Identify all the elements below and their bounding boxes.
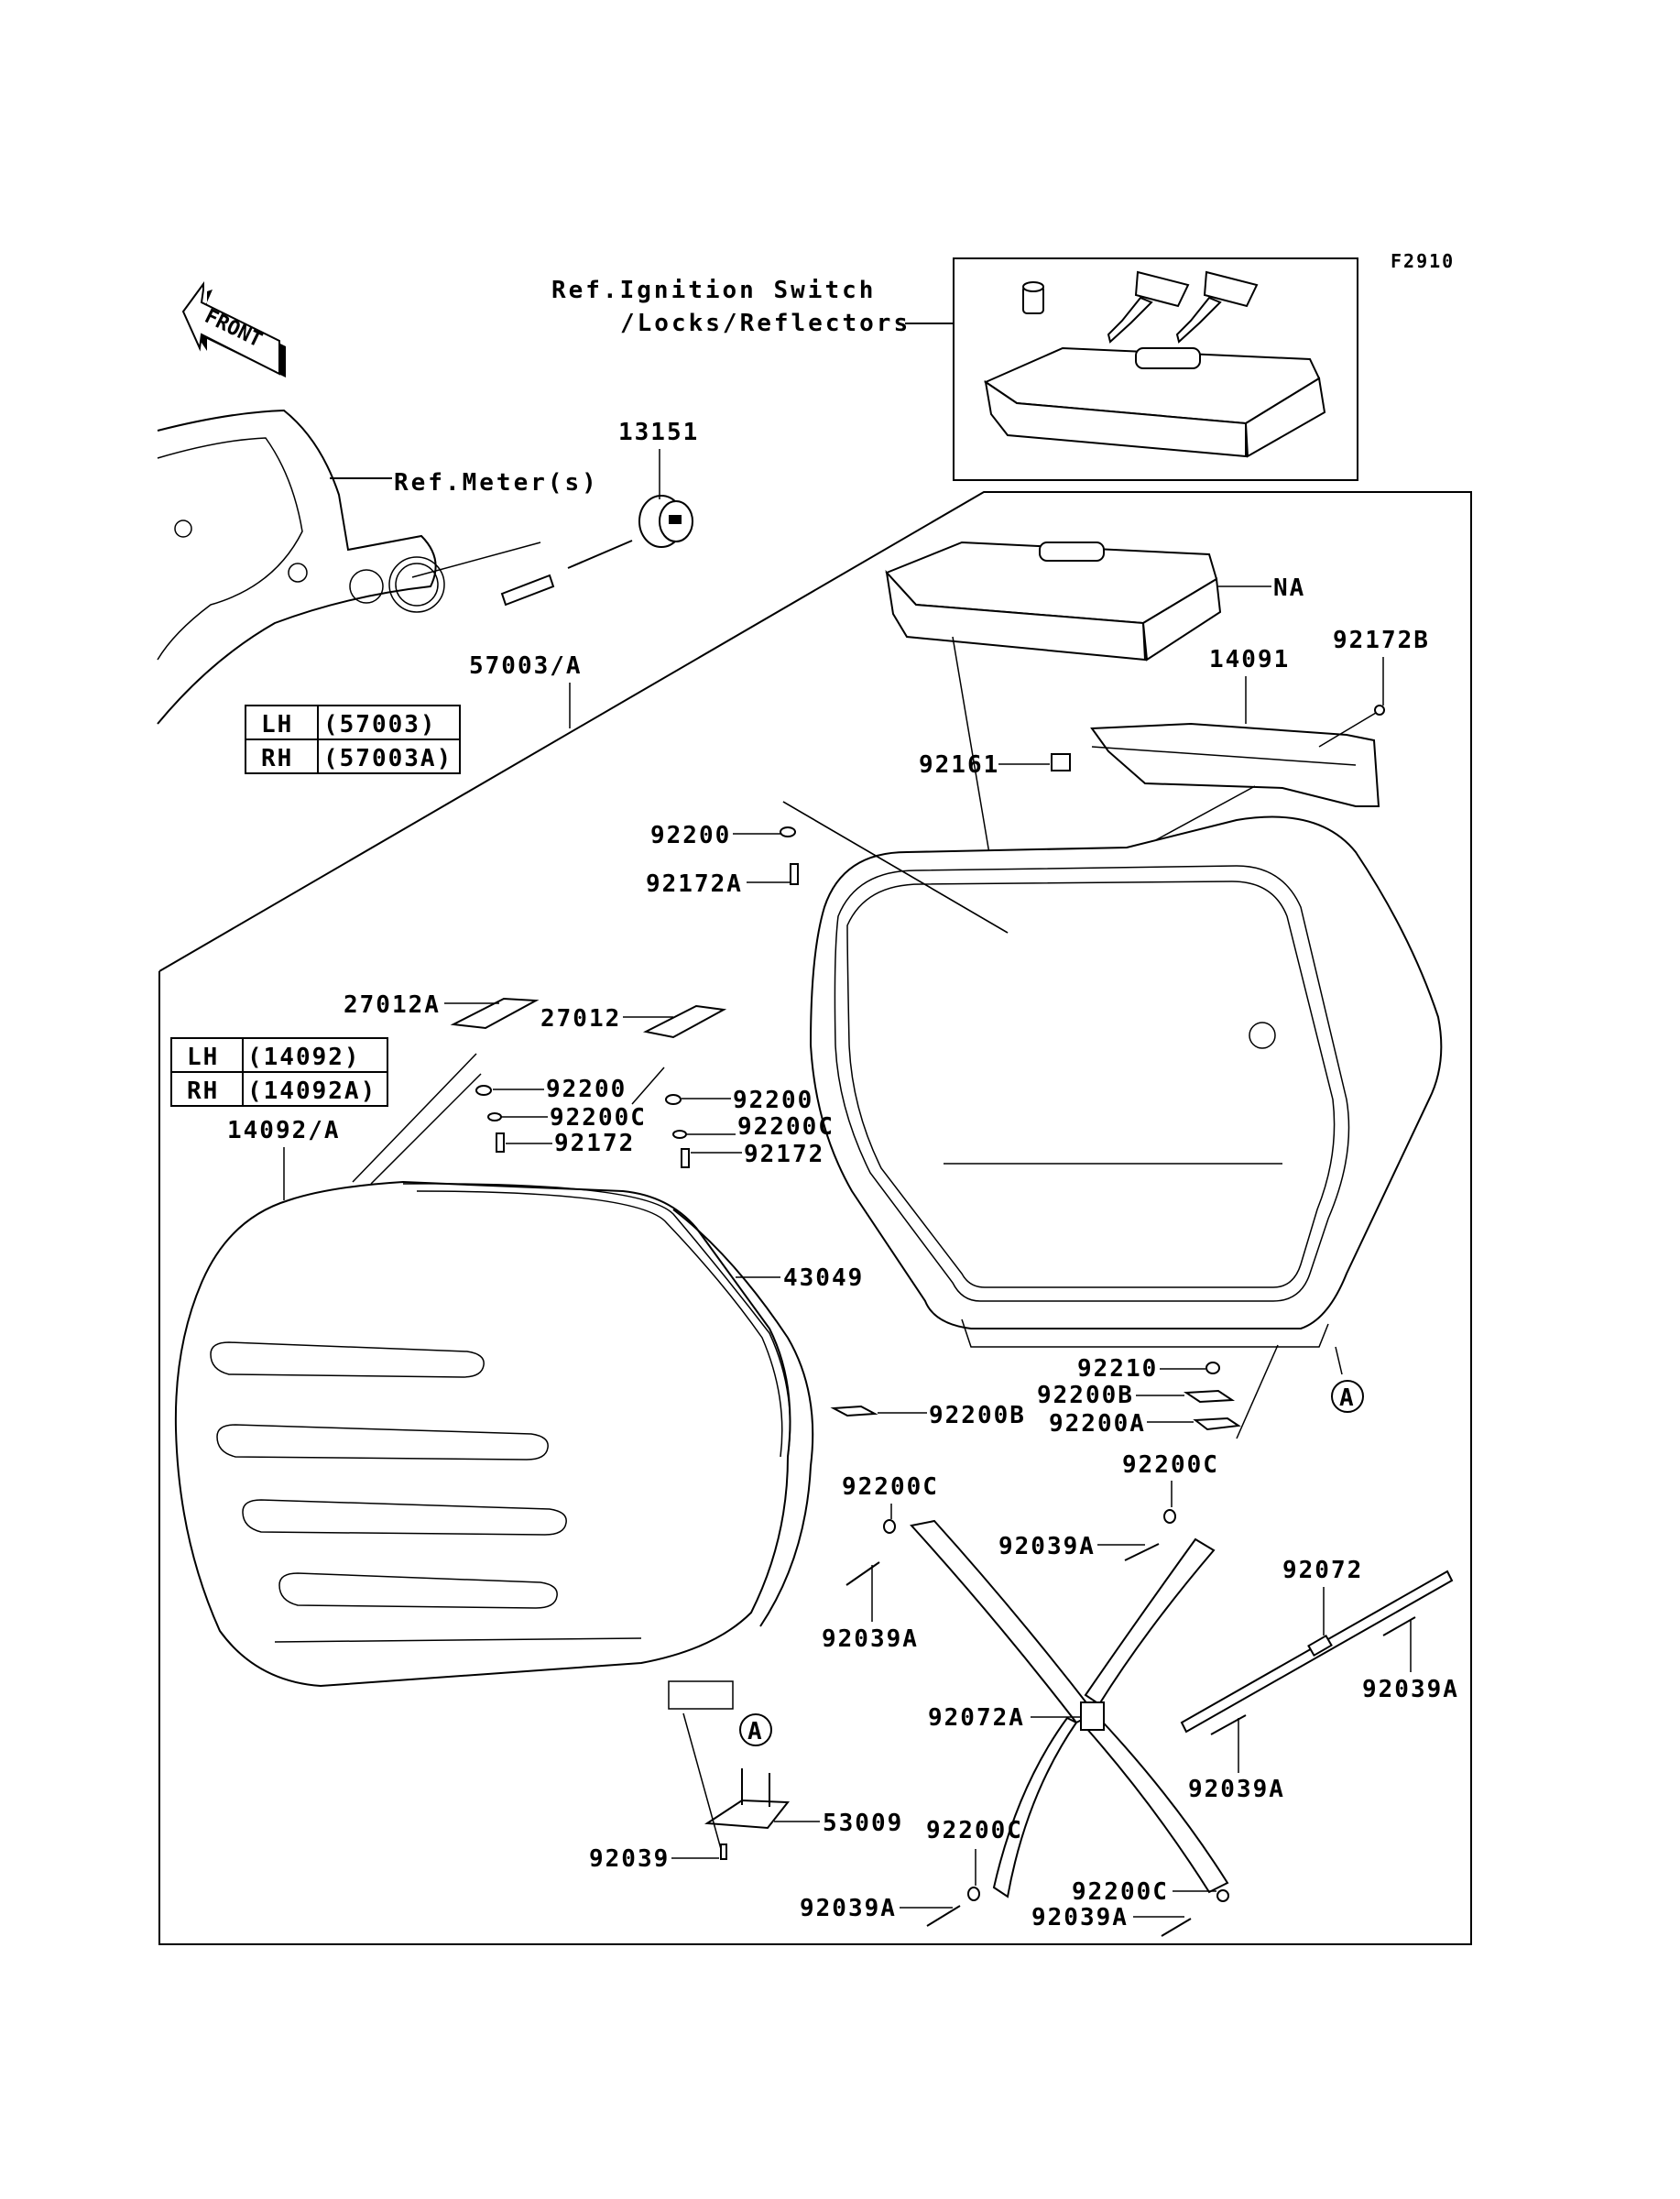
storage-unit-ref-icon bbox=[983, 346, 1326, 458]
washer-92200C-bottom2 bbox=[1216, 1889, 1229, 1902]
callout-92039A-4: 92039A bbox=[1188, 1776, 1285, 1803]
pocket-table-rh-part: (57003A) bbox=[323, 745, 453, 772]
callout-92039: 92039 bbox=[589, 1845, 670, 1873]
callout-92200A: 92200A bbox=[1049, 1410, 1146, 1438]
hinge-27012 bbox=[642, 1004, 727, 1039]
screw-92172-right bbox=[681, 1148, 690, 1168]
saddlebag-body-part bbox=[809, 815, 1443, 1348]
cover-table-lh: LH bbox=[187, 1044, 219, 1071]
cover-side-table: LH (14092) RH (14092A) bbox=[170, 1037, 388, 1107]
screw-92039 bbox=[720, 1843, 727, 1860]
connector-marker-a2: A bbox=[739, 1713, 772, 1746]
callout-57003A: 57003/A bbox=[469, 652, 583, 680]
screw-92172-left bbox=[496, 1132, 505, 1153]
pocket-side-table: LH (57003) RH (57003A) bbox=[245, 705, 461, 774]
washer-92200C-left bbox=[487, 1112, 502, 1121]
rivet-92039A-3 bbox=[1382, 1616, 1416, 1636]
washer-92200C-mid2 bbox=[1163, 1509, 1176, 1524]
callout-13151: 13151 bbox=[618, 419, 699, 446]
pocket-table-lh-part: (57003) bbox=[323, 711, 437, 738]
cover-table-rh: RH bbox=[187, 1078, 219, 1105]
callout-92200-top: 92200 bbox=[650, 822, 731, 849]
callout-92072: 92072 bbox=[1282, 1557, 1363, 1584]
washer-92200-left bbox=[475, 1085, 492, 1096]
callout-92172A: 92172A bbox=[646, 870, 743, 898]
rivet-92039A-6 bbox=[1161, 1918, 1192, 1937]
callout-92200C-right: 92200C bbox=[737, 1113, 835, 1141]
connector-marker-a1: A bbox=[1331, 1346, 1364, 1413]
callout-92200-left: 92200 bbox=[546, 1076, 627, 1103]
callout-92072A: 92072A bbox=[928, 1704, 1025, 1732]
bracket-53009 bbox=[704, 1768, 790, 1830]
storage-unit-part bbox=[885, 541, 1222, 662]
callout-53009: 53009 bbox=[823, 1810, 903, 1837]
cover-table-rh-part: (14092A) bbox=[247, 1078, 376, 1105]
ref-ignition-line1: Ref.Ignition Switch bbox=[551, 277, 876, 304]
callout-92200B-left: 92200B bbox=[929, 1402, 1026, 1429]
callout-92210: 92210 bbox=[1077, 1355, 1158, 1383]
meter-fairing-icon bbox=[157, 409, 445, 725]
callout-43049: 43049 bbox=[783, 1264, 864, 1292]
callout-92039A-6: 92039A bbox=[1031, 1904, 1129, 1931]
main-frame bbox=[158, 491, 1472, 1945]
callout-92039A-2: 92039A bbox=[998, 1533, 1096, 1560]
callout-92200-right: 92200 bbox=[733, 1087, 813, 1114]
pad-92200B-left bbox=[830, 1405, 878, 1417]
screw-92172B bbox=[1318, 705, 1385, 748]
rivet-92039A-1 bbox=[845, 1561, 880, 1586]
callout-92039A-5: 92039A bbox=[800, 1895, 897, 1922]
callout-92039A-3: 92039A bbox=[1362, 1676, 1459, 1703]
callout-NA: NA bbox=[1273, 574, 1305, 602]
ref-ignition-line2: /Locks/Reflectors bbox=[620, 310, 911, 337]
key-cylinder-icon bbox=[1022, 281, 1044, 314]
rivet-92039A-2 bbox=[1124, 1543, 1160, 1561]
callout-92200B-right: 92200B bbox=[1037, 1382, 1134, 1409]
seal-43049 bbox=[672, 1209, 814, 1627]
callout-92172-right: 92172 bbox=[744, 1141, 824, 1168]
strap-92072 bbox=[1180, 1570, 1454, 1734]
callout-92200C-mid2: 92200C bbox=[1122, 1451, 1219, 1479]
cover-table-lh-part: (14092) bbox=[247, 1044, 361, 1071]
callout-92172B: 92172B bbox=[1333, 627, 1430, 654]
callout-92200C-left: 92200C bbox=[550, 1104, 647, 1132]
svg-text:A: A bbox=[1339, 1384, 1356, 1412]
washer-92200C-bottom1 bbox=[967, 1887, 980, 1901]
rivet-92039A-5 bbox=[926, 1905, 961, 1927]
clip-92161 bbox=[1051, 753, 1071, 771]
washer-92200C-right bbox=[672, 1130, 687, 1139]
callout-92200C-bottom2: 92200C bbox=[1072, 1878, 1169, 1906]
nut-92210 bbox=[1205, 1362, 1220, 1374]
power-socket-part bbox=[411, 495, 693, 607]
callout-92200C-bottom1: 92200C bbox=[926, 1817, 1023, 1844]
rivet-92039A-4 bbox=[1210, 1714, 1247, 1735]
callout-27012A: 27012A bbox=[344, 991, 441, 1019]
ref-meter-label: Ref.Meter(s) bbox=[394, 469, 599, 497]
callout-92172-left: 92172 bbox=[554, 1130, 635, 1157]
trim-cover-part bbox=[1090, 722, 1380, 807]
svg-text:A: A bbox=[747, 1718, 764, 1745]
screw-92172A bbox=[790, 863, 799, 885]
callout-92200C-mid1: 92200C bbox=[842, 1473, 939, 1501]
callout-27012: 27012 bbox=[540, 1005, 621, 1033]
saddlebag-lid-part bbox=[174, 1180, 791, 1710]
pocket-table-lh: LH bbox=[261, 711, 293, 738]
front-arrow-icon: FRONT bbox=[181, 280, 286, 377]
pad-92200B-right bbox=[1183, 1389, 1236, 1404]
figure-code: F2910 bbox=[1391, 250, 1455, 272]
pocket-table-rh: RH bbox=[261, 745, 293, 772]
hinge-27012A bbox=[450, 997, 540, 1030]
pad-92200A bbox=[1193, 1417, 1241, 1431]
ignition-reference-box bbox=[953, 257, 1358, 481]
washer-92200-right bbox=[665, 1094, 682, 1105]
callout-14092A: 14092/A bbox=[227, 1117, 341, 1144]
callout-92039A-1: 92039A bbox=[822, 1625, 919, 1653]
ignition-key-icon bbox=[1107, 270, 1259, 344]
strap-92072A bbox=[910, 1519, 1229, 1898]
callout-14091: 14091 bbox=[1209, 646, 1290, 673]
callout-92161: 92161 bbox=[919, 751, 999, 779]
washer-92200-top bbox=[780, 826, 796, 837]
washer-92200C-mid1 bbox=[883, 1519, 896, 1534]
